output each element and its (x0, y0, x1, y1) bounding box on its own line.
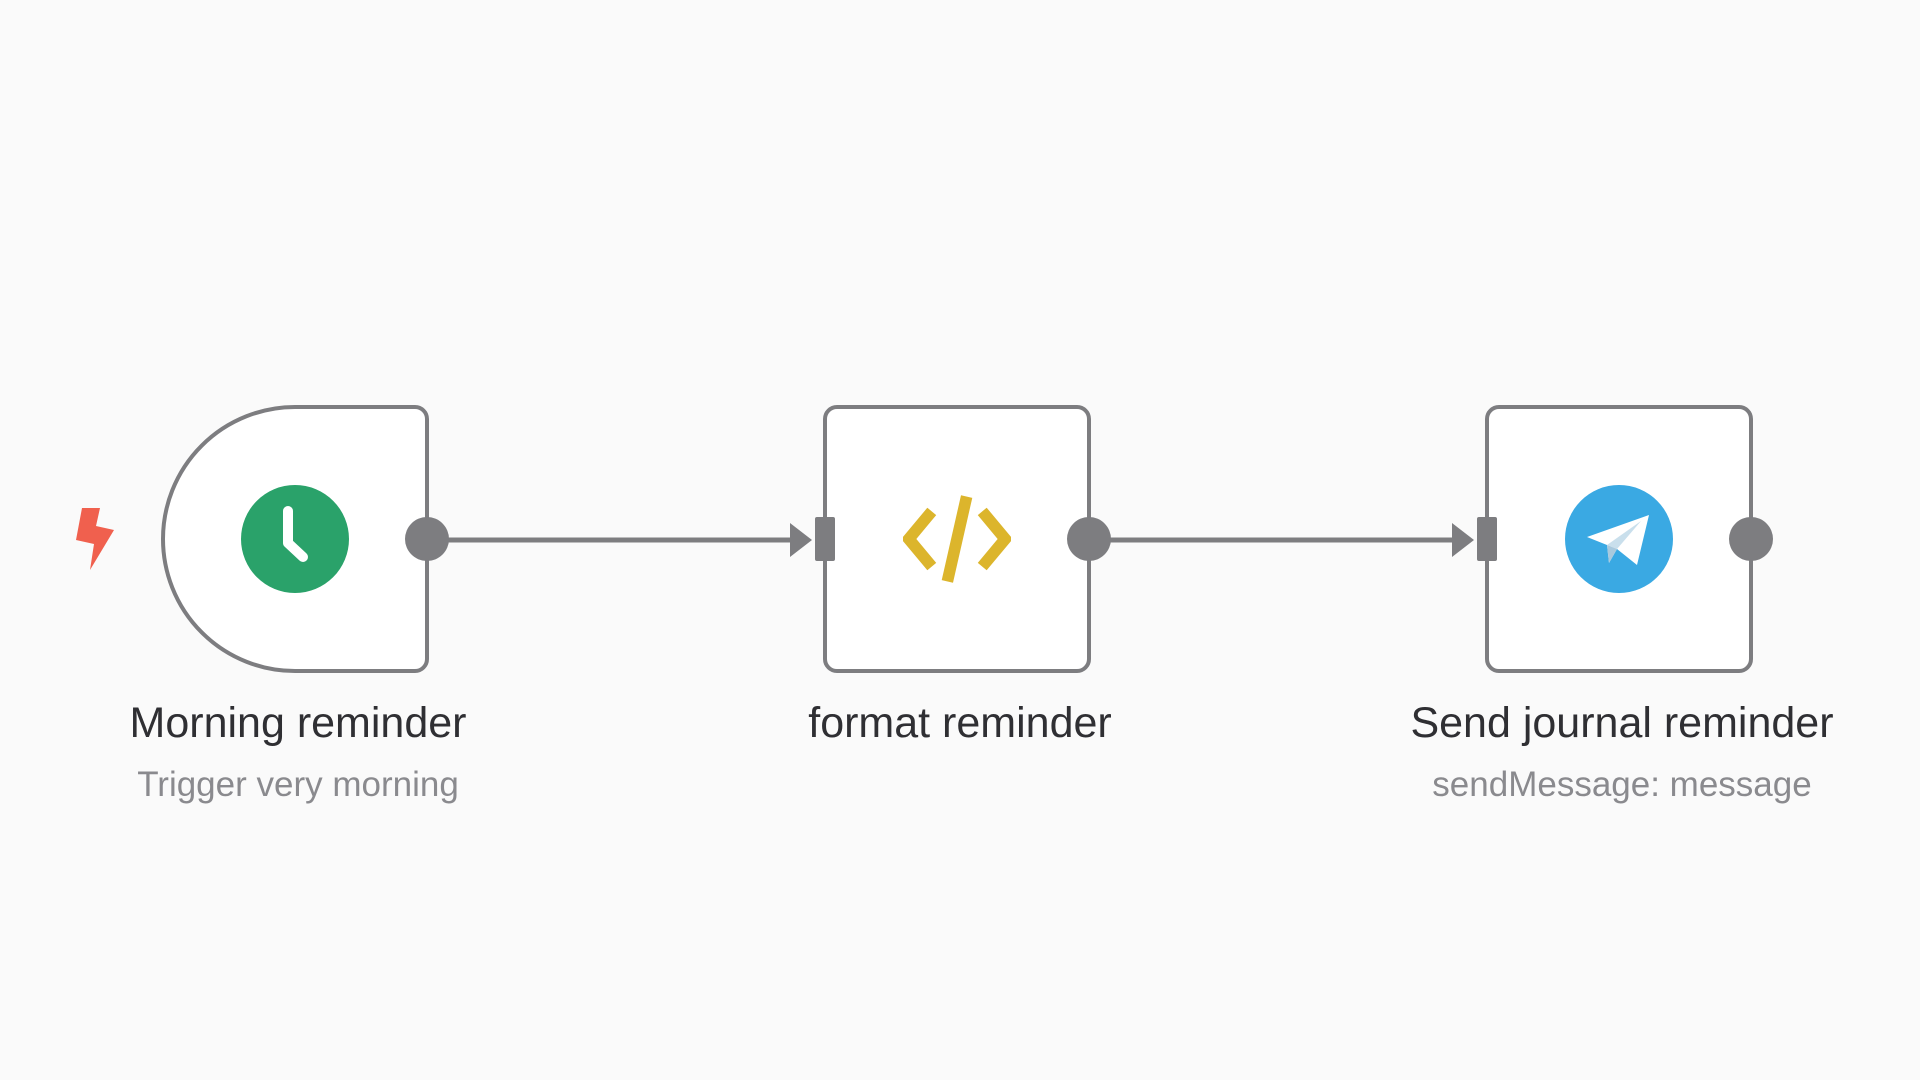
node-title: format reminder (808, 699, 1112, 747)
input-port[interactable] (1477, 517, 1497, 561)
telegram-icon (1565, 485, 1673, 593)
output-port[interactable] (1729, 517, 1773, 561)
clock-icon (241, 485, 349, 593)
lightning-bolt-icon (76, 508, 114, 570)
output-port[interactable] (405, 517, 449, 561)
node-subtitle: sendMessage: message (1432, 765, 1812, 804)
node-subtitle: Trigger very morning (137, 765, 459, 804)
connection-arrowhead (790, 523, 812, 557)
node-title: Morning reminder (129, 699, 467, 747)
code-icon (903, 485, 1011, 593)
input-port[interactable] (815, 517, 835, 561)
node-format-reminder[interactable] (815, 405, 1111, 673)
node-morning-reminder[interactable] (161, 405, 449, 673)
node-send-journal-reminder[interactable] (1477, 405, 1773, 673)
node-title: Send journal reminder (1410, 699, 1834, 747)
output-port[interactable] (1067, 517, 1111, 561)
connection-arrowhead (1452, 523, 1474, 557)
